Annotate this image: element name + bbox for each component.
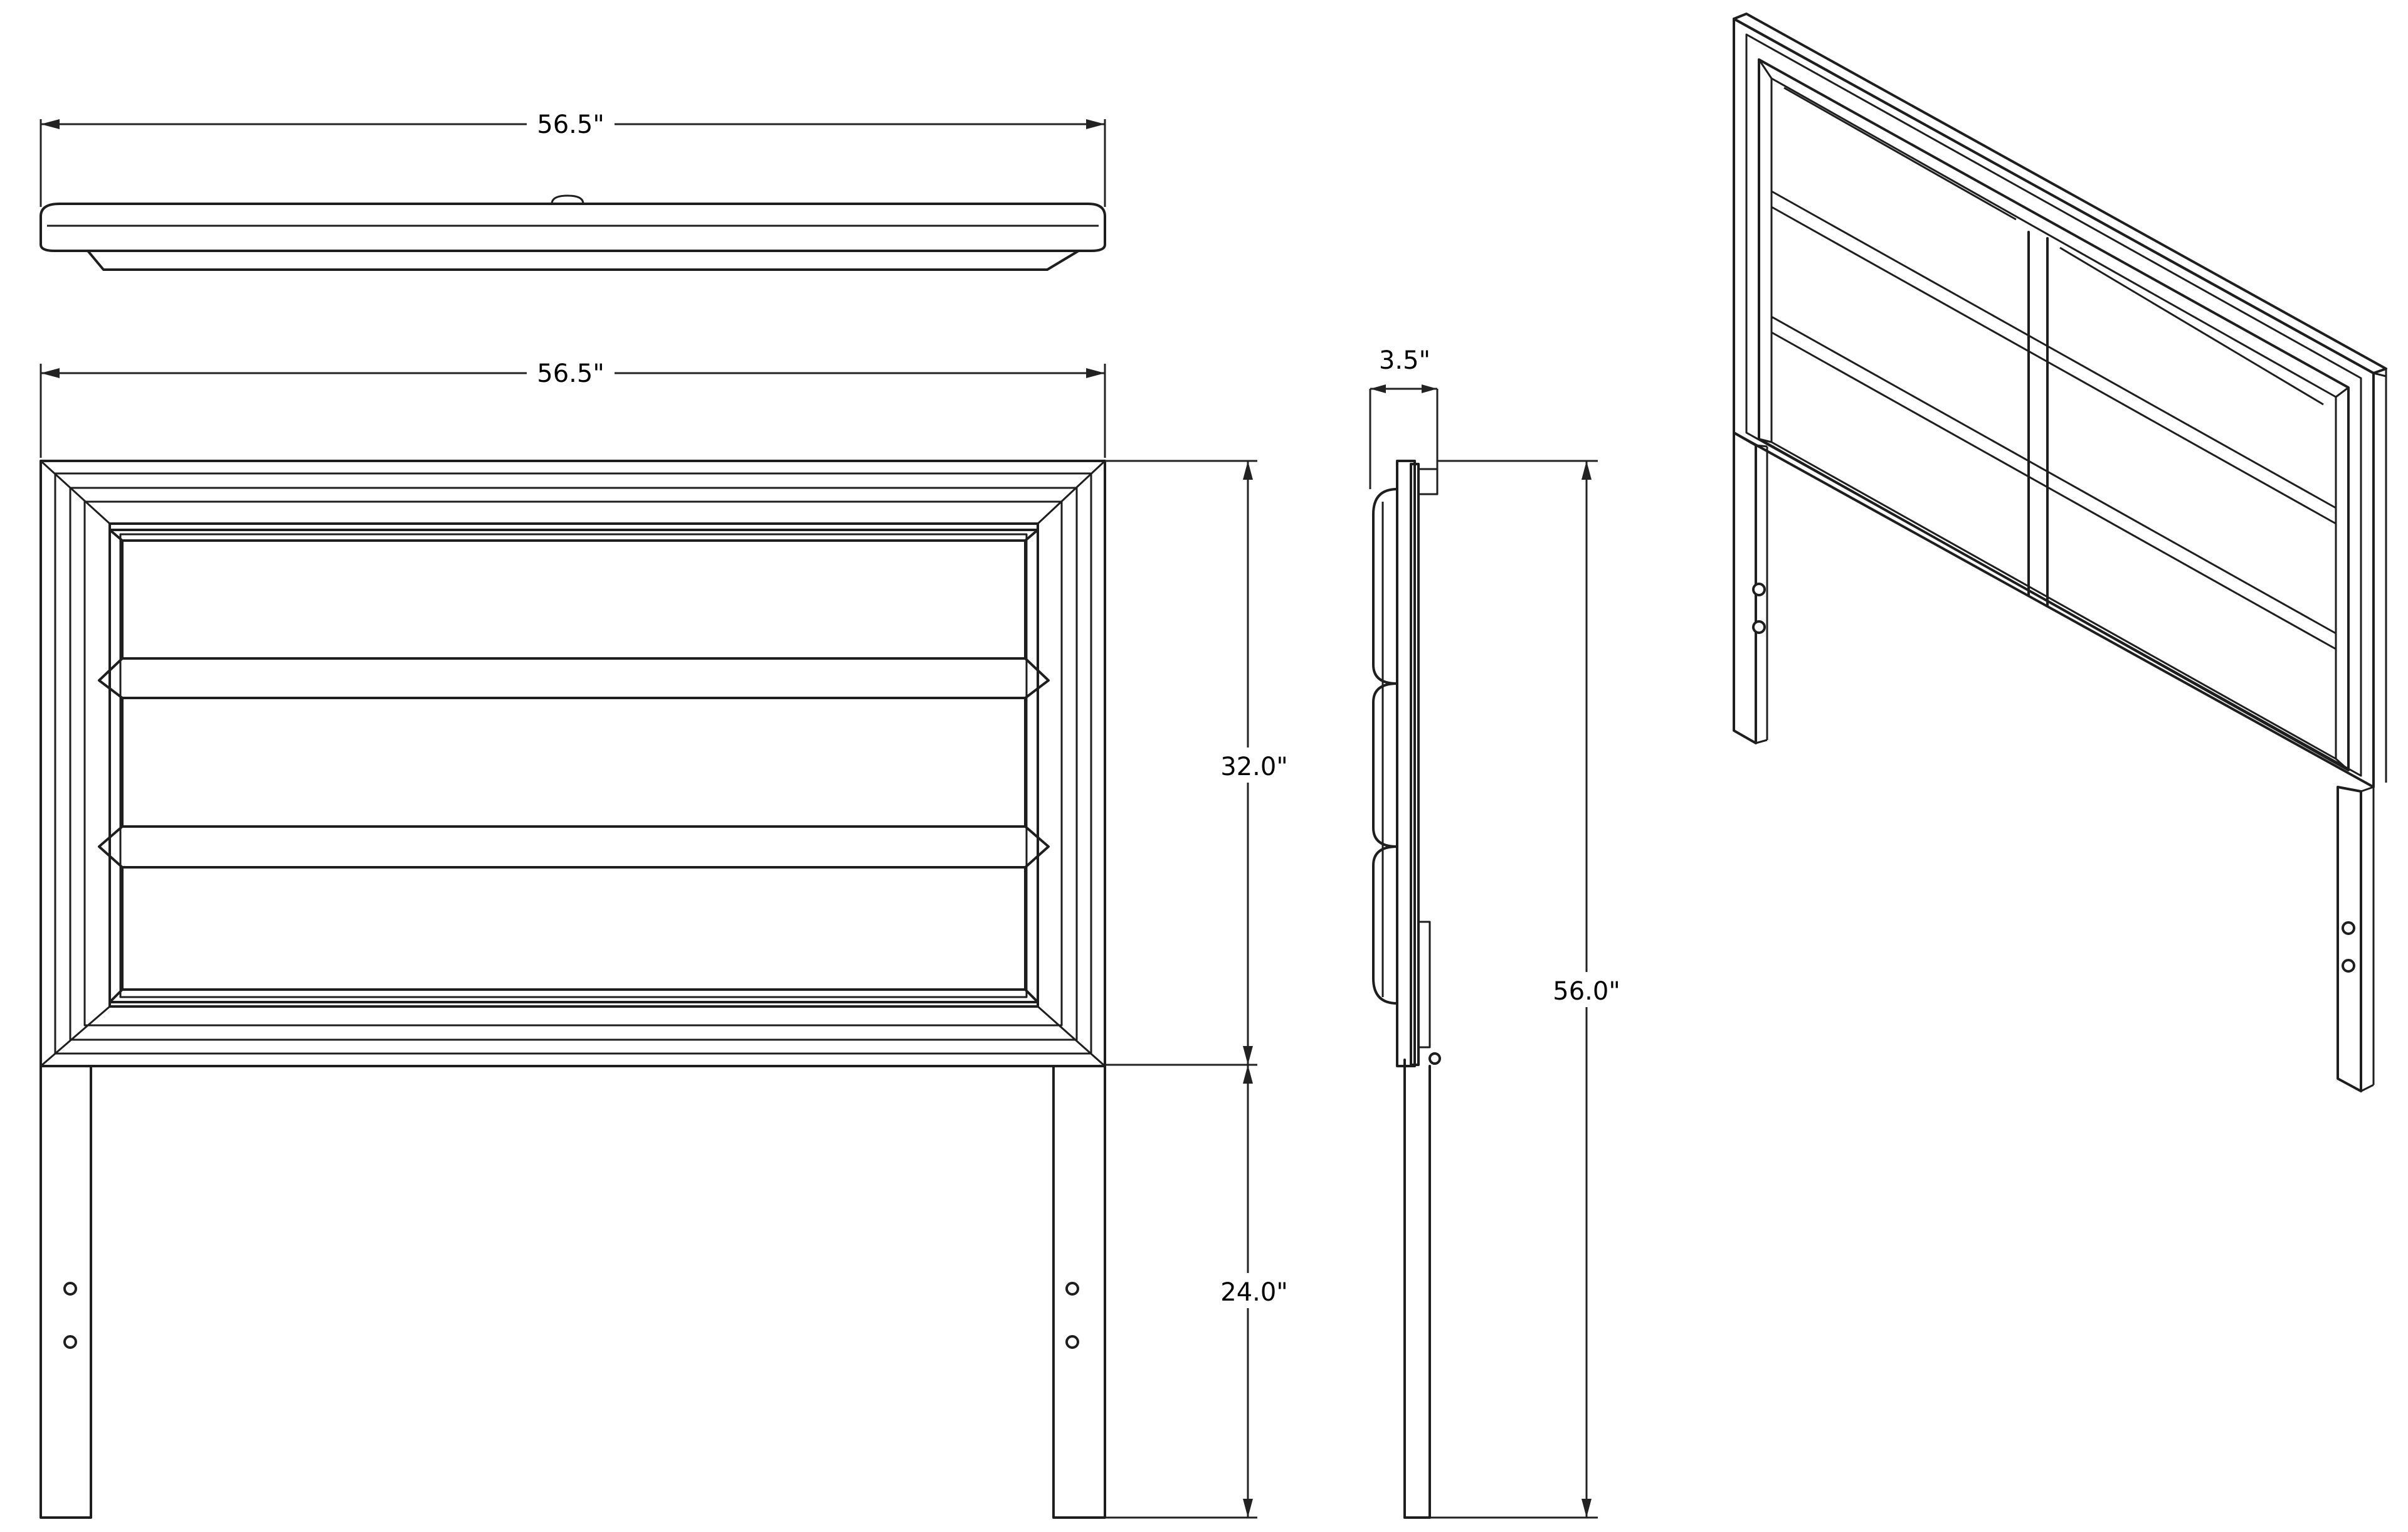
front-view: 56.5" (40, 354, 1298, 1519)
top-view-width-label: 56.5" (537, 110, 604, 139)
drawer-panel-top (98, 529, 1050, 699)
drawer-panel-bottom (108, 866, 1039, 1003)
isometric-left-leg (1733, 431, 1768, 744)
isometric-panels (1770, 87, 2337, 650)
side-view: 3.5" 56.0" (1369, 346, 1630, 1519)
bolt-hole (1752, 583, 1766, 596)
side-profile (1372, 460, 1441, 1519)
bolt-hole (1752, 620, 1766, 634)
depth-label: 3.5" (1379, 346, 1430, 375)
front-view-height-dimensions: 32.0" 24.0" (1105, 460, 1298, 1519)
bolt-hole (63, 1335, 77, 1349)
bolt-hole (63, 1282, 77, 1296)
drawer-panel-middle (98, 697, 1050, 869)
panel-height-label: 32.0" (1220, 753, 1287, 781)
isometric-right-leg (2337, 677, 2375, 1092)
top-view: 56.5" (40, 105, 1106, 271)
side-view-depth-dimension: 3.5" (1369, 346, 1439, 489)
total-height-label: 56.0" (1553, 977, 1620, 1006)
bolt-hole (2342, 959, 2355, 973)
top-view-width-dimension: 56.5" (40, 105, 1106, 207)
isometric-view (1733, 13, 2387, 1092)
top-view-outline (40, 194, 1106, 271)
headboard-frame (40, 460, 1106, 1067)
bolt-hole (1065, 1282, 1079, 1296)
front-left-leg (40, 1065, 92, 1519)
bolt-hole (1065, 1335, 1079, 1349)
front-view-width-dimension: 56.5" (40, 354, 1106, 458)
front-view-width-label: 56.5" (537, 359, 604, 388)
leg-height-label: 24.0" (1220, 1278, 1287, 1307)
side-view-height-dimension: 56.0" (1431, 460, 1630, 1519)
bolt-hole (2342, 921, 2355, 935)
front-right-leg (1052, 1065, 1106, 1519)
